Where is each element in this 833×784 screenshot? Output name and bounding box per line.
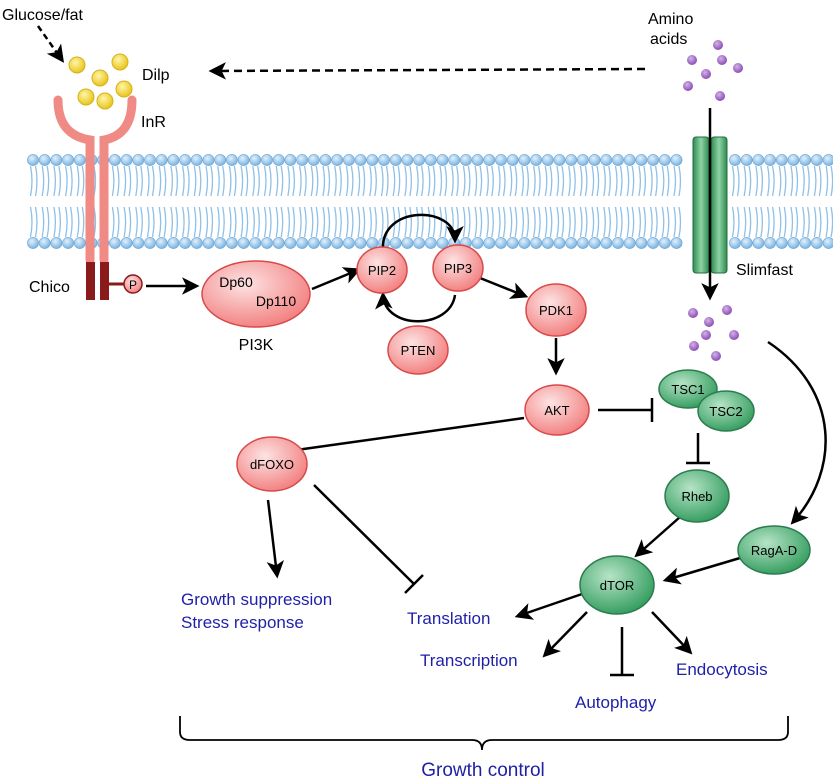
amino-acids-to-raga-arrow	[767, 340, 827, 525]
pip3-to-pdk1-arrow	[479, 276, 529, 299]
glucose-fat-label: Glucose/fat	[2, 7, 83, 24]
growth-suppression-label: Growth suppression	[181, 590, 332, 609]
node-dfoxo: dFOXO	[236, 436, 308, 492]
node-tsc-complex: TSC1 TSC2	[658, 369, 755, 432]
growth-control-label: Growth control	[421, 760, 545, 781]
dtor-to-translation-arrow	[514, 592, 583, 620]
dilp-label: Dilp	[142, 67, 170, 84]
dtor-to-endocytosis-arrow	[651, 611, 693, 655]
pip3-label: PIP3	[444, 261, 472, 276]
node-pip3: PIP3	[432, 244, 484, 292]
node-dtor: dTOR	[579, 555, 655, 615]
growth-control-brace	[179, 716, 789, 751]
glucose-to-dilp-arrow	[36, 25, 65, 63]
rheb-to-dtor-arrow	[634, 516, 681, 558]
dfoxo-to-growth-suppression-arrow	[266, 499, 285, 579]
akt-label: AKT	[544, 403, 569, 418]
slimfast-label: Slimfast	[736, 262, 793, 279]
node-pdk1: PDK1	[525, 283, 587, 337]
dtor-label: dTOR	[600, 578, 634, 593]
cell-membrane	[27, 154, 833, 249]
pip2-to-pip3-arrow	[381, 213, 464, 251]
amino-acids-extracellular	[683, 40, 743, 101]
raga-to-dtor-arrow	[662, 556, 741, 585]
insulin-receptor: P	[53, 95, 143, 300]
tsc2-label: TSC2	[709, 404, 742, 419]
dilp-ligands	[68, 53, 133, 110]
connectors	[36, 25, 827, 751]
phospho-label: P	[129, 278, 137, 292]
stress-response-label: Stress response	[181, 613, 304, 632]
dfoxo-label: dFOXO	[250, 457, 294, 472]
node-pip2: PIP2	[356, 246, 408, 294]
node-rheb: Rheb	[664, 469, 730, 523]
pten-label: PTEN	[401, 343, 436, 358]
endocytosis-label: Endocytosis	[676, 660, 768, 679]
transcription-label: Transcription	[420, 651, 518, 670]
raga-d-label: RagA-D	[751, 543, 797, 558]
amino-acids-to-dilp-arrow	[208, 62, 646, 80]
amino-label-line2: acids	[650, 31, 687, 48]
node-raga-d: RagA-D	[737, 525, 811, 575]
akt-inhibits-dfoxo	[274, 416, 525, 455]
pdk1-label: PDK1	[539, 303, 573, 318]
autophagy-label: Autophagy	[575, 693, 657, 712]
pi3k-label: PI3K	[239, 337, 274, 354]
pi3k-complex: Dp60 Dp110	[201, 260, 311, 328]
amino-acids-intracellular	[688, 305, 739, 361]
dfoxo-inhibits-translation	[313, 484, 415, 585]
pip2-label: PIP2	[368, 263, 396, 278]
rheb-label: Rheb	[681, 489, 712, 504]
amino-label-line1: Amino	[648, 11, 693, 28]
inr-label: InR	[141, 114, 166, 131]
node-pten: PTEN	[387, 325, 449, 375]
phospho-circle	[123, 274, 143, 294]
dtor-to-transcription-arrow	[542, 611, 588, 658]
chico-label: Chico	[29, 279, 70, 296]
pi3k-to-pip2-arrow	[311, 267, 362, 291]
translation-label: Translation	[407, 609, 490, 628]
dp60-label: Dp60	[219, 274, 253, 290]
node-akt: AKT	[524, 384, 590, 436]
tsc1-label: TSC1	[671, 382, 704, 397]
slimfast-transporter	[692, 136, 728, 274]
pten-to-pip2-arrow	[375, 291, 457, 323]
dp110-label: Dp110	[256, 293, 296, 309]
